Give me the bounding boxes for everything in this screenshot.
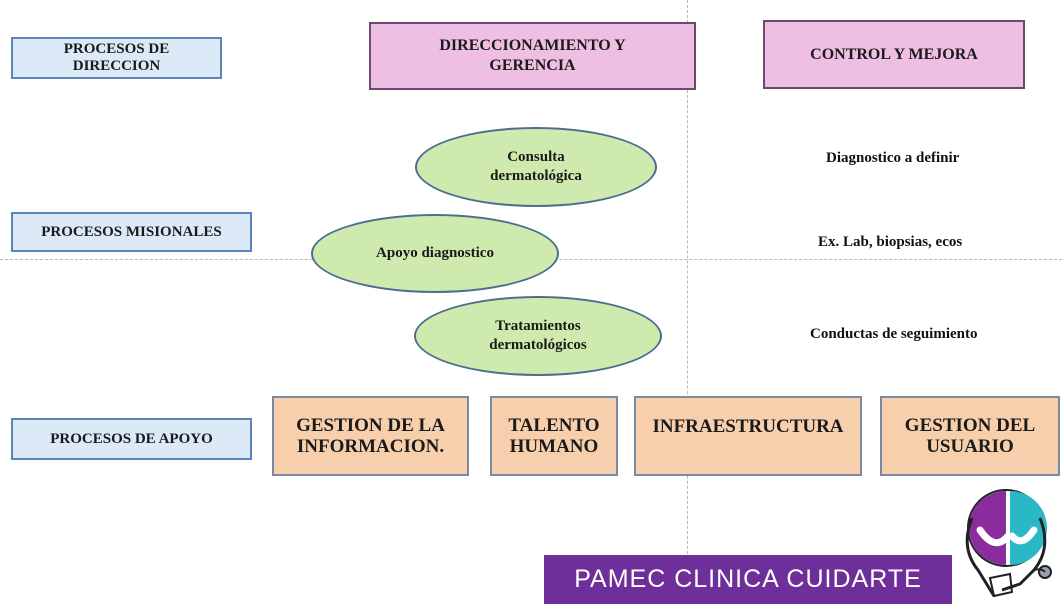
process-consulta-dermatologica: Consulta dermatológica (415, 127, 657, 207)
note-ex-lab-biopsias: Ex. Lab, biopsias, ecos (818, 234, 963, 250)
category-procesos-misionales: PROCESOS MISIONALES (11, 212, 252, 252)
box-talento-humano: TALENTO HUMANO (490, 396, 618, 476)
box-gestion-usuario: GESTION DEL USUARIO (880, 396, 1060, 476)
vertical-divider (687, 0, 688, 604)
process-apoyo-diagnostico: Apoyo diagnostico (311, 214, 559, 293)
pamec-banner: PAMEC CLINICA CUIDARTE (544, 555, 952, 604)
box-gestion-informacion: GESTION DE LA INFORMACION. (272, 396, 469, 476)
note-diagnostico-a-definir: Diagnostico a definir (826, 150, 960, 166)
box-direccionamiento-gerencia: DIRECCIONAMIENTO Y GERENCIA (369, 22, 696, 90)
category-procesos-apoyo: PROCESOS DE APOYO (11, 418, 252, 460)
process-tratamientos-dermatologicos: Tratamientos dermatológicos (414, 296, 662, 376)
box-infraestructura: INFRAESTRUCTURA (634, 396, 862, 476)
note-conductas-seguimiento: Conductas de seguimiento (810, 326, 978, 342)
box-control-mejora: CONTROL Y MEJORA (763, 20, 1025, 89)
category-procesos-direccion: PROCESOS DE DIRECCION (11, 37, 222, 79)
stethoscope-face-logo-icon (950, 478, 1062, 604)
